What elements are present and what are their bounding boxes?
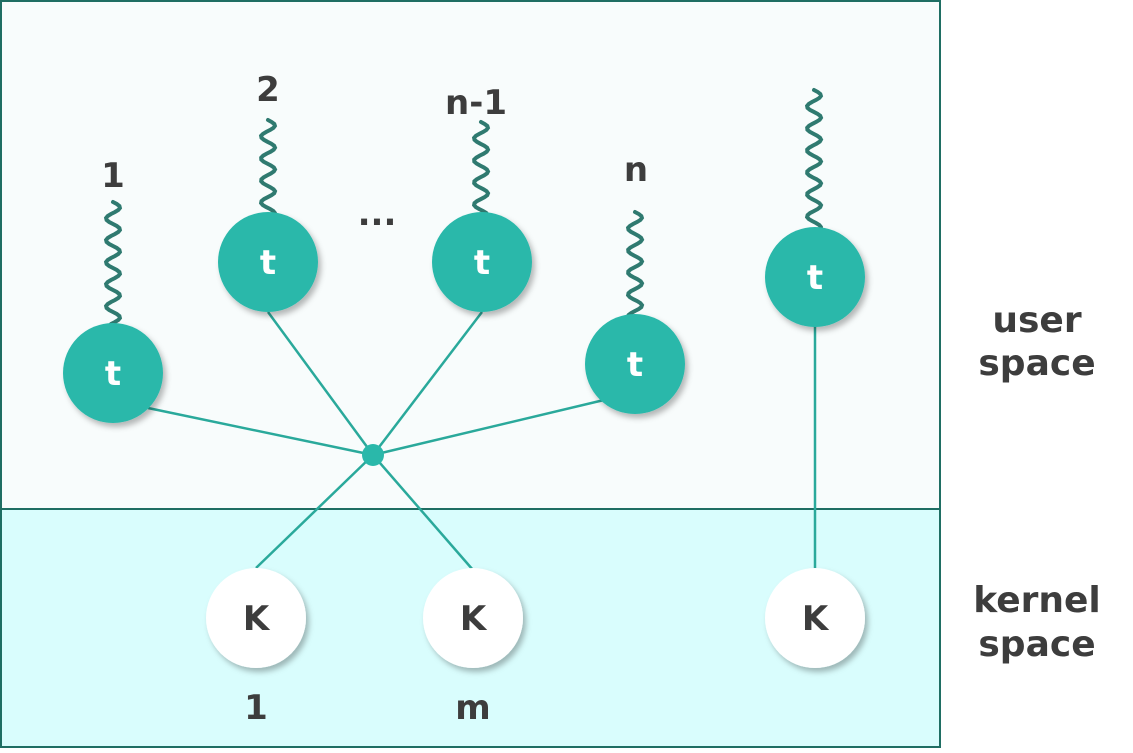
user-thread-node: t (765, 227, 865, 327)
kernel-thread-node: K (423, 568, 523, 668)
edge-t4-hub (372, 398, 605, 457)
edge-t1-hub (147, 406, 374, 457)
kernel-index-label: m (455, 688, 490, 728)
user-thread-node: t (218, 212, 318, 312)
user-space-label-line1: user (992, 300, 1081, 341)
kernel-glyph: K (802, 599, 830, 639)
thread-glyph: t (627, 345, 643, 385)
squiggle-t2 (258, 118, 278, 215)
edges (147, 311, 817, 571)
kernel-index-label: 1 (244, 688, 268, 728)
kernel-glyph: K (460, 599, 488, 639)
thread-glyph: t (260, 243, 276, 283)
kernel-glyph: K (243, 599, 271, 639)
edge-t3-hub (372, 311, 483, 456)
edge-t2-hub (266, 311, 375, 456)
mapping-hub-dot (362, 444, 384, 466)
squiggle-t3 (471, 120, 491, 215)
user-space-label-line2: space (978, 343, 1095, 384)
user-thread-node: t (63, 323, 163, 423)
thread-glyph: t (474, 243, 490, 283)
kernel-thread-node: K (206, 568, 306, 668)
kernel-thread-node: K (765, 568, 865, 668)
kernel-space-label-line1: kernel (973, 580, 1101, 621)
ellipsis-label: ... (358, 194, 397, 234)
kernel-space-label-line2: space (978, 624, 1095, 665)
thread-glyph: t (105, 354, 121, 394)
edge-hub-k2 (372, 454, 474, 571)
squiggle-t4 (625, 210, 645, 317)
edge-hub-k1 (255, 454, 374, 569)
squiggle-t1 (103, 200, 123, 326)
thread-index-label: 2 (256, 70, 280, 110)
user-thread-node: t (585, 314, 685, 414)
user-thread-node: t (432, 212, 532, 312)
thread-index-label: n-1 (445, 83, 507, 123)
squiggle-t5 (804, 88, 824, 229)
thread-index-label: 1 (101, 156, 125, 196)
thread-glyph: t (807, 258, 823, 298)
squiggles (103, 88, 824, 326)
thread-index-label: n (624, 150, 648, 190)
